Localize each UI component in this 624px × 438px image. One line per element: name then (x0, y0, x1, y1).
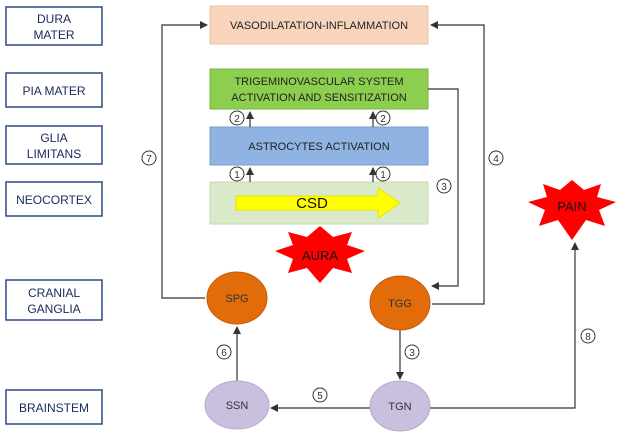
step-marker-7: 7 (141, 150, 157, 166)
step-marker-6: 6 (216, 344, 232, 360)
step-number: 3 (441, 182, 447, 193)
box-astrocytes-activation: ASTROCYTES ACTIVATION (209, 126, 429, 166)
layer-label-pia-mater: PIA MATER (5, 72, 103, 108)
step-marker-5: 5 (312, 387, 328, 403)
layer-label-neocortex: NEOCORTEX (5, 181, 103, 217)
csd-arrow (235, 187, 401, 219)
node-tgn: TGN (369, 380, 431, 432)
node-label: SSN (226, 400, 249, 412)
layer-label-line: LIMITANS (27, 147, 81, 161)
node-spg: SPG (206, 271, 268, 325)
arrow-trigeminovascular-to-tgg (428, 88, 459, 290)
arrow-tgn-to-pain (428, 242, 579, 409)
step-number: 1 (380, 170, 386, 181)
layer-label-line: PIA MATER (22, 84, 85, 98)
step-marker-1-left: 1 (229, 166, 245, 182)
burst-label: PAIN (557, 199, 586, 214)
box-csd: CSD (209, 181, 429, 225)
step-number: 5 (317, 391, 323, 402)
layer-label-line: DURA (37, 12, 71, 26)
layer-label-line: NEOCORTEX (16, 193, 92, 207)
layer-label-line: GANGLIA (27, 302, 80, 316)
box-label: ACTIVATION AND SENSITIZATION (231, 92, 406, 104)
layer-label-line: GLIA (40, 131, 67, 145)
step-number: 7 (146, 154, 152, 165)
layer-label-line: BRAINSTEM (19, 401, 89, 415)
box-label: ASTROCYTES ACTIVATION (248, 141, 389, 153)
arrow-tgg-to-vasodilatation (430, 21, 485, 305)
burst-aura: AURA (275, 226, 365, 283)
step-marker-1-right: 1 (375, 166, 391, 182)
arrow-spg-to-vasodilatation (161, 21, 208, 299)
step-marker-2-right: 2 (375, 110, 391, 126)
node-ssn: SSN (204, 380, 270, 430)
node-label: TGN (388, 401, 411, 413)
step-number: 4 (493, 154, 499, 165)
node-label: TGG (388, 298, 412, 310)
box-trigeminovascular-activation: TRIGEMINOVASCULAR SYSTEM ACTIVATION AND … (209, 68, 429, 110)
layer-label-dura-mater: DURA MATER (5, 6, 103, 46)
step-number: 6 (221, 348, 227, 359)
layer-label-brainstem: BRAINSTEM (5, 389, 103, 425)
layer-label-line: CRANIAL (28, 286, 80, 300)
layer-label-line: MATER (33, 28, 74, 42)
box-label: TRIGEMINOVASCULAR SYSTEM (234, 76, 403, 88)
small-arrows (246, 111, 377, 182)
step-marker-2-left: 2 (229, 110, 245, 126)
step-marker-4: 4 (488, 150, 504, 166)
step-number: 3 (409, 348, 415, 359)
csd-label: CSD (296, 195, 328, 212)
step-marker-3-lower: 3 (404, 344, 420, 360)
burst-pain: PAIN (528, 180, 616, 240)
step-number: 2 (380, 114, 386, 125)
layer-label-cranial-ganglia: CRANIAL GANGLIA (5, 279, 103, 321)
layer-label-glia-limitans: GLIA LIMITANS (5, 125, 103, 165)
box-vasodilatation-inflammation: VASODILATATION-INFLAMMATION (209, 5, 429, 45)
node-tgg: TGG (369, 275, 431, 331)
box-label: VASODILATATION-INFLAMMATION (230, 20, 408, 32)
step-marker-3-upper: 3 (436, 178, 452, 194)
step-number: 1 (234, 170, 240, 181)
burst-label: AURA (302, 248, 338, 263)
step-marker-8: 8 (580, 328, 596, 344)
step-number: 8 (585, 332, 591, 343)
node-label: SPG (225, 293, 248, 305)
step-number: 2 (234, 114, 240, 125)
